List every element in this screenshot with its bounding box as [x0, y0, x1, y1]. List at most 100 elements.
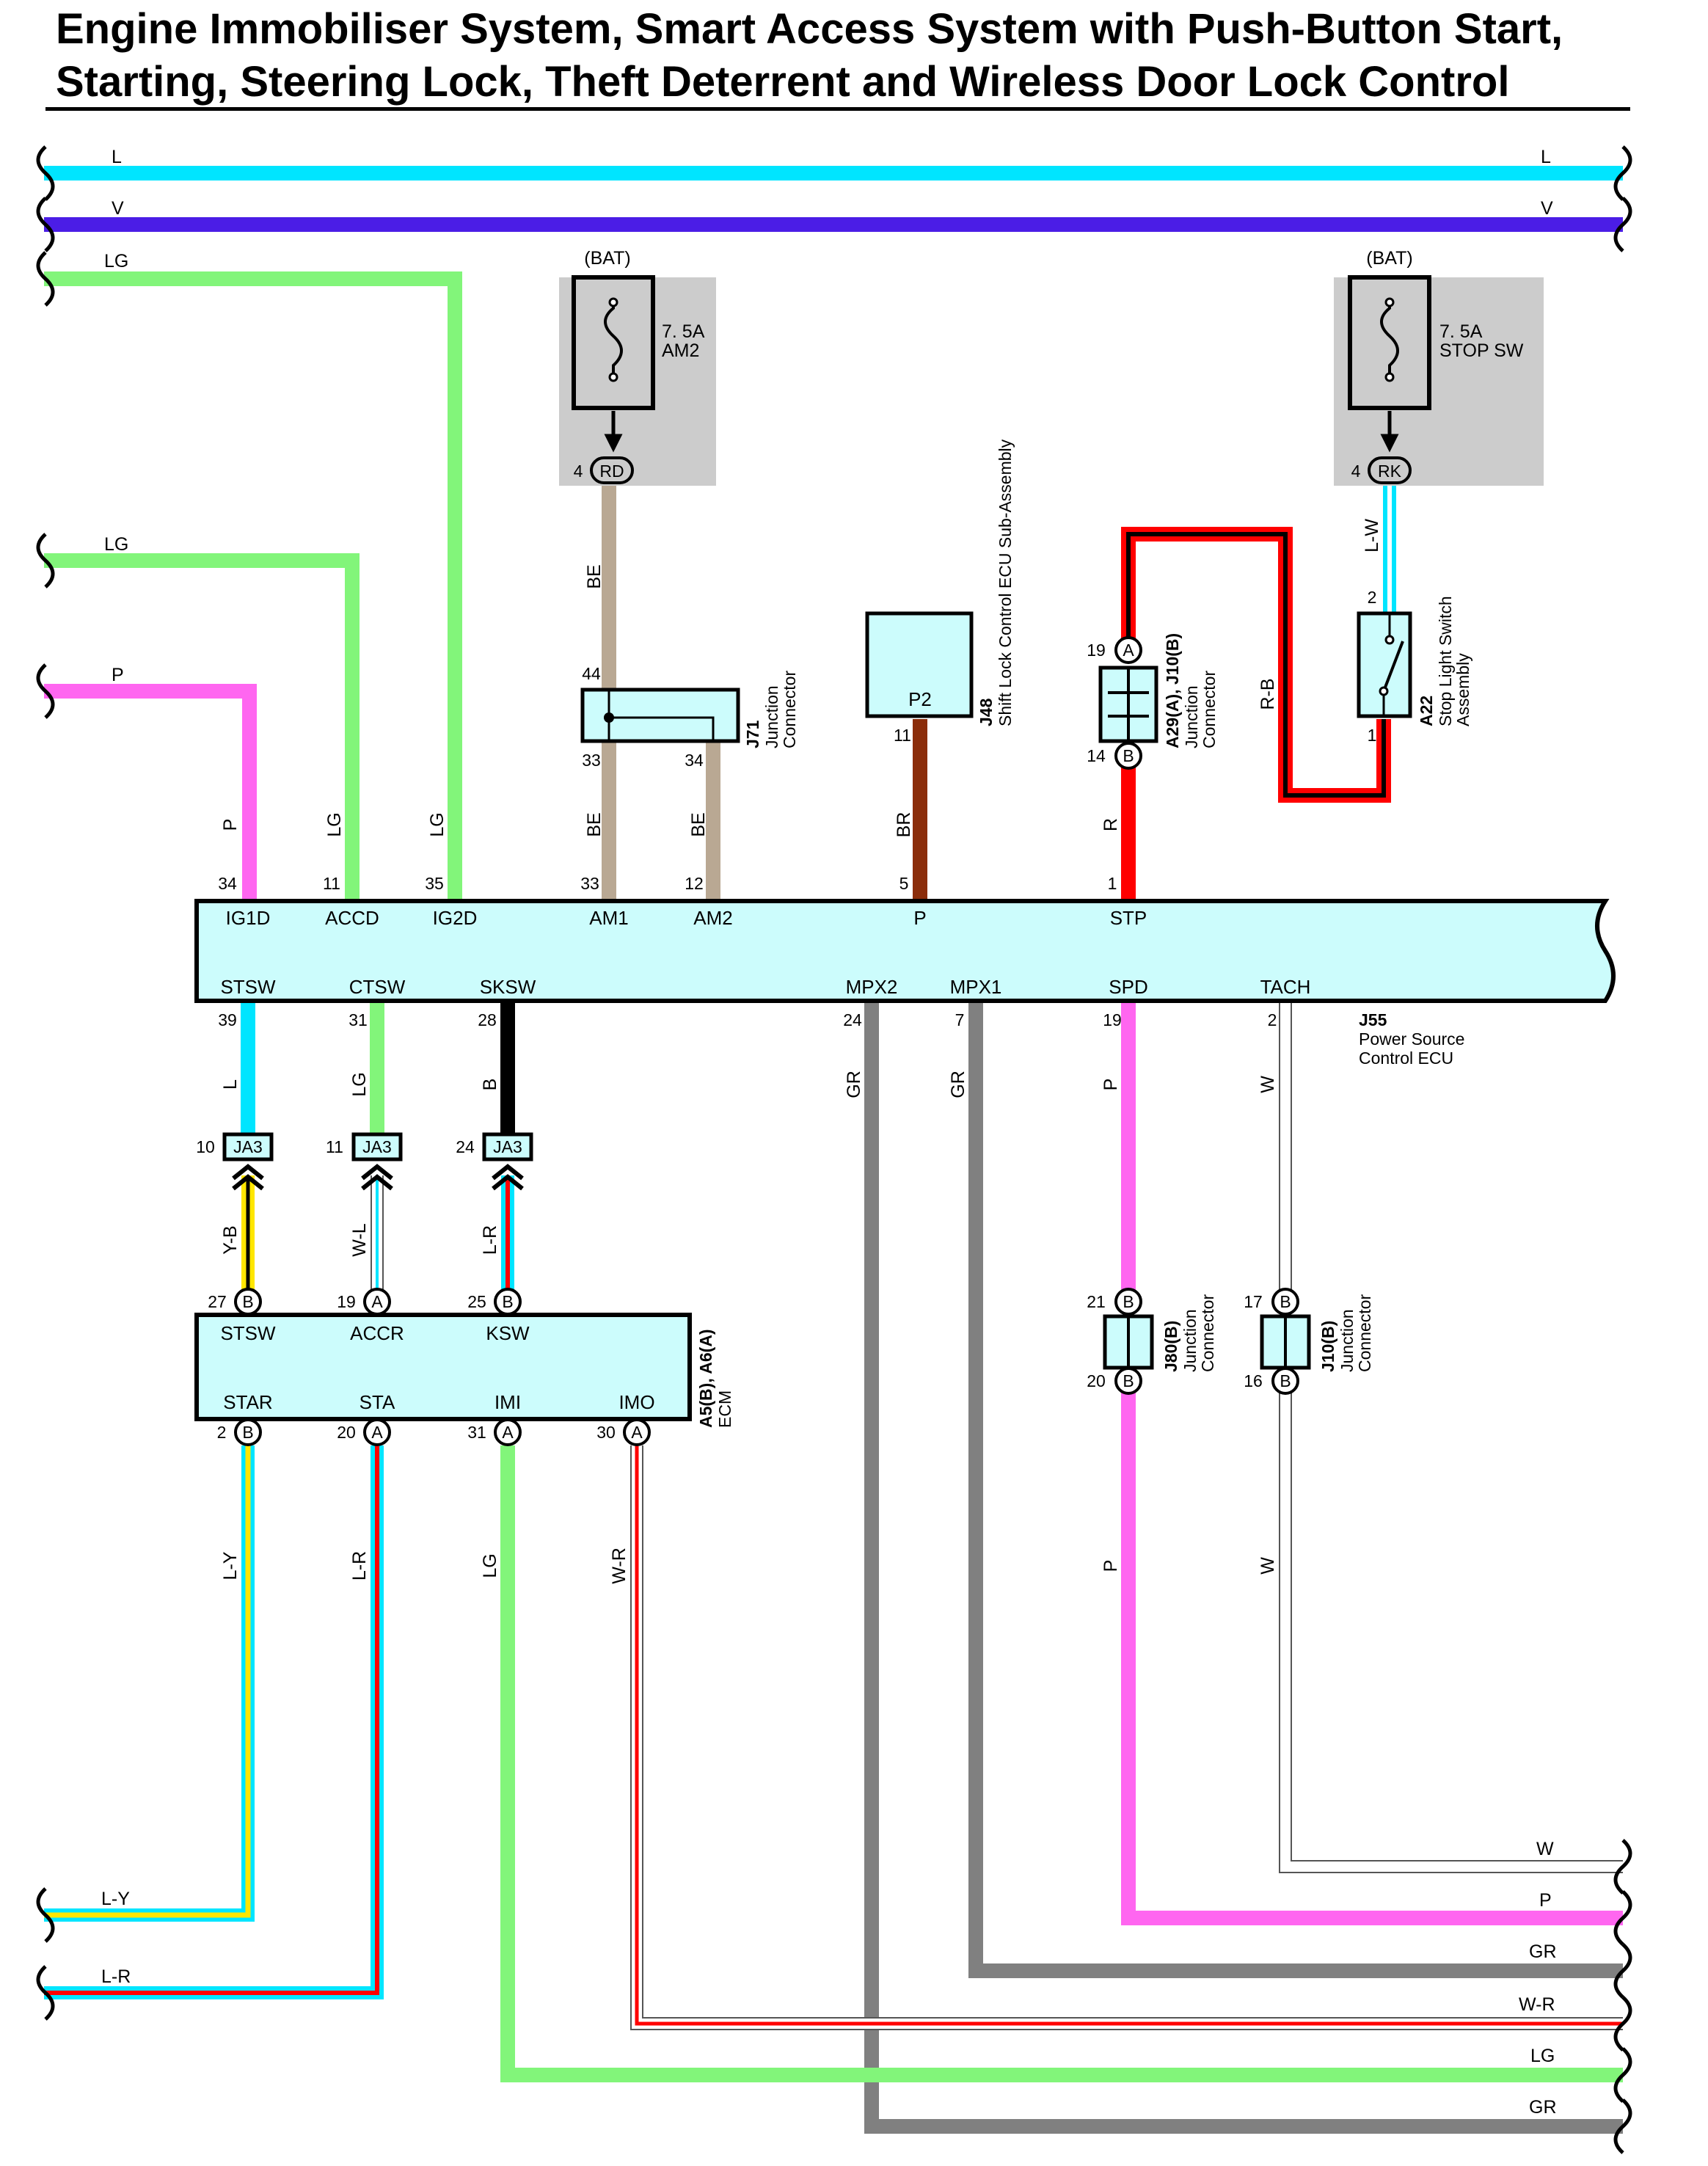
a22-stop-light-switch: 2 1 A22 Stop Light Switch Assembly: [1357, 588, 1472, 745]
wire-mpx1-gr: [968, 1002, 1623, 1978]
j10-pin-bot: 16: [1244, 1371, 1263, 1390]
ecm: A5(B), A6(A) ECM: [194, 1313, 734, 1428]
j55-pin-19: 19: [1103, 1010, 1122, 1029]
fuse-stop-connector-label: RK: [1378, 462, 1402, 481]
ecm-pin-19-tag: A: [371, 1292, 383, 1311]
j55-pin-35: 35: [425, 874, 444, 893]
j48-shift-lock-ecu: P2 11 J48 Shift Lock Control ECU Sub-Ass…: [865, 439, 1015, 745]
ja3-sksw-pin: 24: [456, 1137, 475, 1156]
j80-name2: Connector: [1198, 1294, 1217, 1372]
j10-pin-bot-circle: [1271, 1367, 1299, 1395]
label-right-p: P: [1539, 1890, 1552, 1911]
label-stsw-l: L: [220, 1079, 241, 1090]
wire-spd-p-low: [1121, 1384, 1623, 1925]
label-mpx2-gr: GR: [844, 1071, 864, 1098]
j55-term-stsw: STSW: [220, 976, 276, 998]
j80-id: J80(B): [1161, 1321, 1180, 1372]
wire-wr-stripe: [635, 1445, 1623, 2026]
fuse-stop-term-top: [1384, 297, 1395, 307]
j48-name: Shift Lock Control ECU Sub-Assembly: [996, 439, 1015, 726]
fuse-stop-icon: [1380, 299, 1399, 382]
ecm-pin-2-tag: B: [242, 1423, 253, 1442]
j55-term-spd: SPD: [1109, 976, 1147, 998]
ecm-term-accr: ACCR: [350, 1322, 404, 1344]
a22-node-bot: [1379, 686, 1389, 696]
j71-name1: Junction: [762, 685, 781, 748]
ja3-ctsw: JA3 11: [326, 1132, 403, 1191]
ja3-connectors: JA3 10 JA3 11 JA3 24: [196, 1132, 533, 1191]
a29-junction: A B 19 14 A29(A), J10(B) Junction Connec…: [1087, 633, 1219, 770]
ecm-pin-25: 25: [467, 1292, 486, 1311]
ecm-term-star: STAR: [223, 1391, 272, 1413]
label-p-low: P: [1101, 1560, 1121, 1572]
ecm-pin-20-circle: [363, 1418, 391, 1446]
ja3-ctsw-box: [351, 1132, 403, 1162]
label-accd-lg: LG: [324, 812, 345, 836]
label-ctsw-lg: LG: [349, 1072, 370, 1096]
label-bus-v-right: V: [1541, 198, 1553, 219]
j71-pin-out1: 33: [582, 751, 601, 770]
fuse-am2-rating: 7. 5A: [662, 321, 705, 342]
label-be-33: BE: [584, 812, 605, 836]
j55-pin-7: 7: [955, 1010, 965, 1029]
j80-pin-top-circle: [1114, 1288, 1142, 1316]
break-left-p: [36, 663, 55, 719]
j48-body: [865, 611, 974, 718]
label-wr: W-R: [609, 1547, 629, 1584]
j71-bus: [609, 716, 715, 741]
j80-junction: B B 21 20 J80(B) Junction Connector: [1087, 1288, 1217, 1395]
wire-tach-low-fill: [1280, 1384, 1623, 1872]
j71-name2: Connector: [780, 671, 799, 748]
wires: [44, 166, 1623, 2134]
j48-pin: 11: [894, 726, 911, 745]
j55-pin-33: 33: [580, 874, 599, 893]
ecm-pin-31-tag: A: [502, 1423, 514, 1442]
ja3-stsw-box: [222, 1132, 274, 1162]
j10-tag-bot: B: [1280, 1371, 1291, 1390]
j55-term-am2: AM2: [693, 907, 732, 929]
j10-pin-top-circle: [1271, 1288, 1299, 1316]
label-wl: W-L: [349, 1223, 370, 1256]
ja3-stsw-label: JA3: [233, 1137, 263, 1156]
ecm-pin-25-circle: [494, 1288, 522, 1316]
fuse-stop-source: (BAT): [1366, 248, 1412, 269]
a29-pin-top-circle: [1114, 636, 1142, 664]
break-left-lg1: [36, 251, 55, 307]
fuse-am2-icon: [604, 299, 623, 382]
j71-junction: 44 33 34 J71 Junction Connector: [580, 664, 799, 770]
break-right-gr1: [1613, 1943, 1632, 1999]
wire-tach-low-border: [1279, 1384, 1623, 1873]
label-be-rd: BE: [584, 564, 605, 588]
fuse-am2-term-bot: [608, 372, 618, 382]
break-left-v: [36, 197, 55, 252]
break-left-ly: [36, 1887, 55, 1943]
j55-term-mpx1: MPX1: [950, 976, 1002, 998]
j55-pin-34: 34: [218, 874, 237, 893]
j48-label: P2: [908, 688, 932, 710]
j55-pin-2: 2: [1268, 1010, 1277, 1029]
ecm-terminals: STSW ACCR KSW STAR STA IMI IMO B 27 A 19…: [208, 1288, 655, 1446]
a22-id: A22: [1417, 696, 1436, 726]
label-sksw-b: B: [480, 1079, 500, 1091]
break-marks: [36, 145, 1632, 2154]
j55-name2: Control ECU: [1359, 1049, 1453, 1068]
j80-tag-bot: B: [1123, 1371, 1134, 1390]
j10-name1: Junction: [1337, 1309, 1357, 1372]
break-right-lg: [1613, 2047, 1632, 2103]
j55-power-source-control-ecu: J55 Power Source Control ECU: [194, 899, 1616, 1068]
ecm-term-ksw: KSW: [486, 1322, 530, 1344]
j55-term-sksw: SKSW: [480, 976, 536, 998]
ecm-body: [194, 1313, 692, 1421]
label-ly: L-Y: [220, 1551, 241, 1580]
j55-term-mpx2: MPX2: [846, 976, 898, 998]
bus-labels: L L V V LG LG P L-Y L-R W P GR W-R LG GR: [101, 147, 1557, 2118]
wire-lr-inner: [44, 1445, 379, 1995]
ecm-pin-20: 20: [337, 1423, 356, 1442]
ecm-pin-2: 2: [217, 1423, 227, 1442]
ecm-pin-27-tag: B: [242, 1292, 253, 1311]
j55-pin-24: 24: [843, 1010, 862, 1029]
j80-pin-bot-circle: [1114, 1367, 1142, 1395]
fuse-am2-name: AM2: [662, 340, 699, 361]
ecm-term-imo: IMO: [618, 1391, 654, 1413]
ja3-stsw-pin: 10: [196, 1137, 215, 1156]
